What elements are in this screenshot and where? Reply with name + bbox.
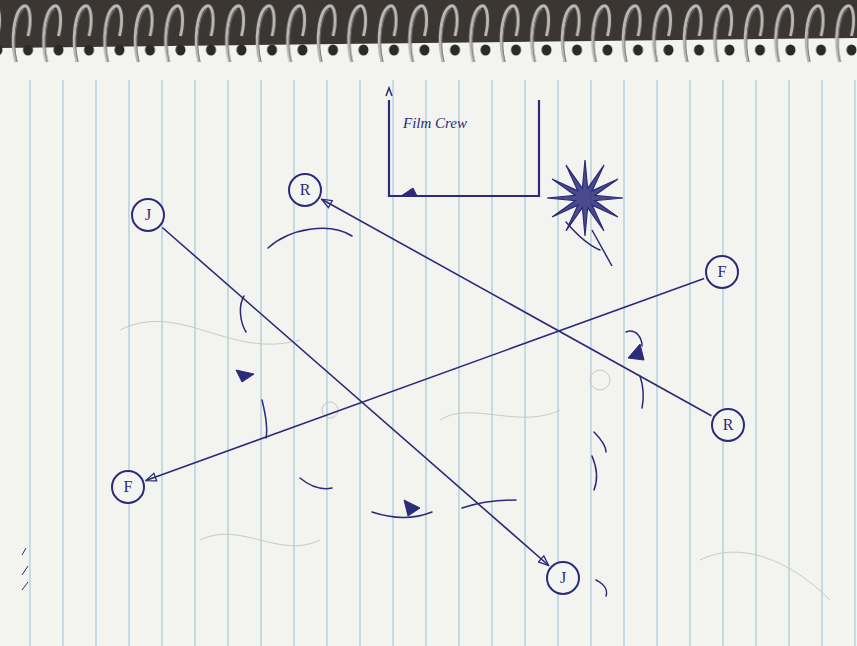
dancer-letter: F	[124, 478, 133, 496]
movement-arrow	[162, 228, 548, 566]
margin-scribble	[22, 548, 28, 590]
frame-box: Film Crew	[385, 100, 543, 200]
frame-label: Film Crew	[403, 115, 467, 132]
movement-arrow	[146, 278, 704, 480]
faint-pencil-marks	[120, 321, 830, 600]
dancer-circle: R	[288, 173, 322, 207]
dancer-letter: R	[300, 181, 311, 199]
dancer-letter: R	[723, 416, 734, 434]
ruled-lines	[0, 80, 857, 646]
movement-arrow	[322, 199, 712, 416]
dancer-letter: F	[718, 263, 727, 281]
dancer-letter: J	[560, 569, 566, 587]
direction-marks	[236, 344, 644, 516]
dancer-letter: J	[145, 206, 151, 224]
dancer-circle: J	[546, 561, 580, 595]
frame-line	[389, 100, 539, 196]
dancer-circle: F	[705, 255, 739, 289]
dancer-circle: R	[711, 408, 745, 442]
frame-tick	[386, 88, 392, 96]
frame-mark	[401, 188, 417, 196]
dancer-circle: F	[111, 470, 145, 504]
movement-arcs	[240, 222, 643, 596]
paper-sheet	[0, 38, 857, 646]
starburst	[547, 160, 623, 266]
spiral-binding	[0, 0, 857, 70]
dancer-circle: J	[131, 198, 165, 232]
